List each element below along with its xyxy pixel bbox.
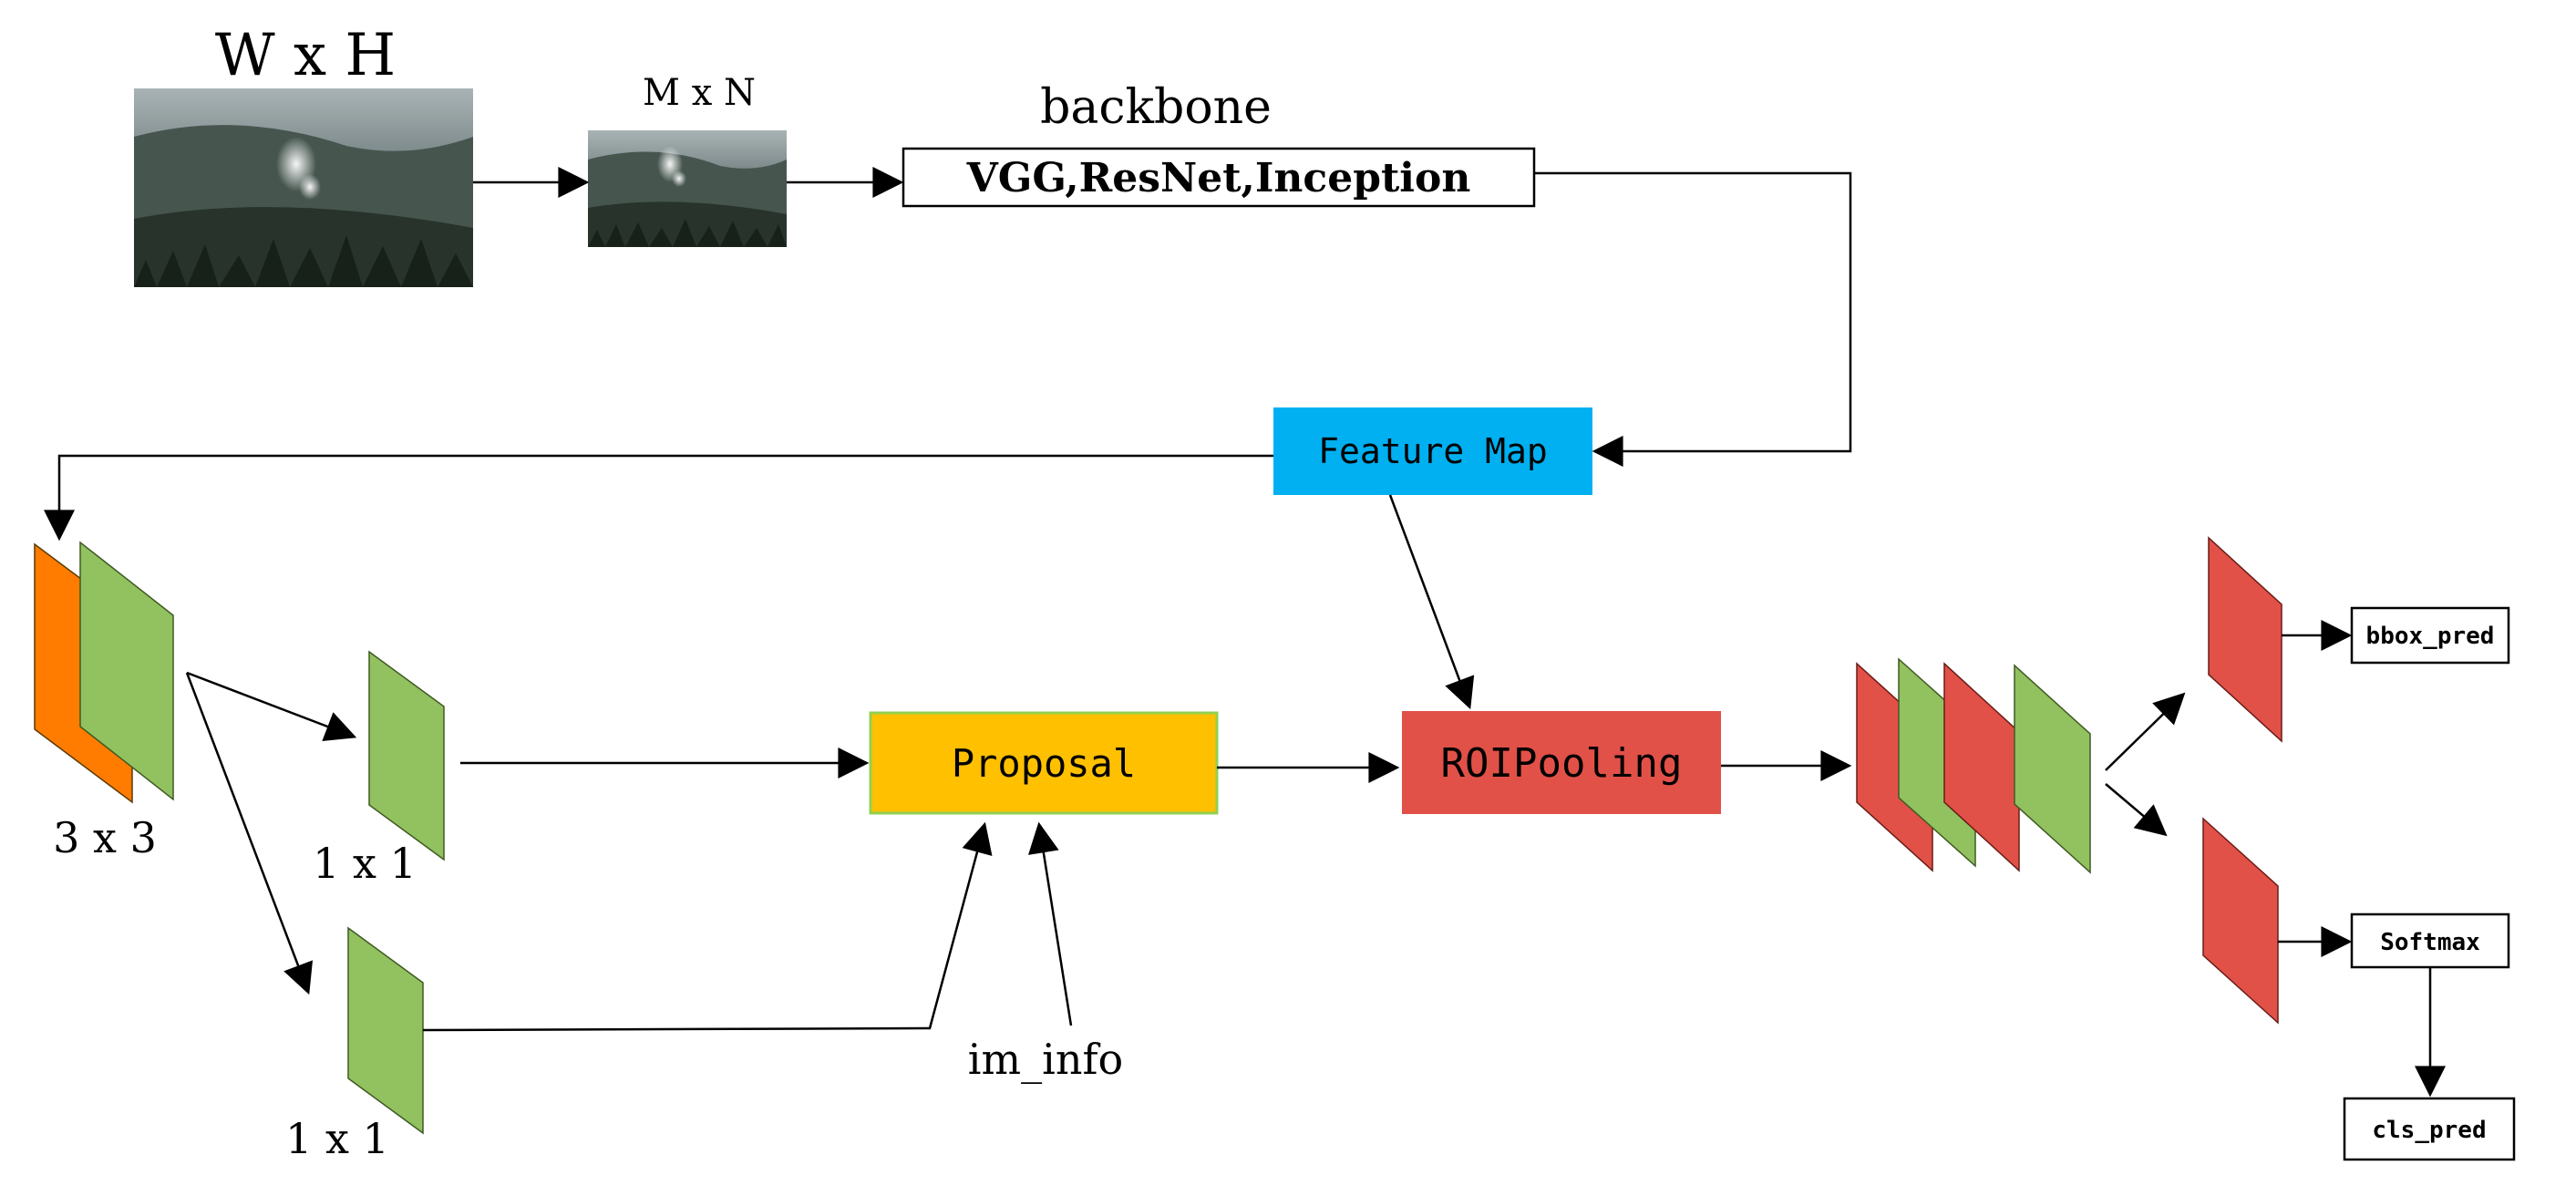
backbone-title: backbone — [1040, 80, 1272, 135]
arrow-fc-to-bbox-branch — [2105, 692, 2186, 771]
softmax-label: Softmax — [2380, 929, 2480, 956]
backbone-models-label: VGG,ResNet,Inception — [966, 155, 1471, 201]
arrow-conv3x3-to-conv1x1-top — [186, 671, 357, 741]
backbone-box: VGG,ResNet,Inception — [902, 147, 1536, 208]
bbox-pred-label: bbox_pred — [2366, 623, 2495, 650]
arrow-im-info-to-proposal — [1028, 821, 1073, 1026]
feature-map-box: Feature Map — [1273, 407, 1592, 495]
feature-map-label: Feature Map — [1318, 431, 1548, 471]
resized-image — [588, 130, 787, 247]
cls-pred-label: cls_pred — [2372, 1117, 2486, 1144]
proposal-label: Proposal — [952, 741, 1136, 786]
roi-pooling-label: ROIPooling — [1441, 740, 1683, 787]
conv1x1-top-label: 1 x 1 — [313, 839, 417, 888]
conv3x3-label: 3 x 3 — [53, 813, 157, 862]
proposal-box: Proposal — [869, 711, 1219, 815]
bbox-pred-box: bbox_pred — [2350, 606, 2510, 665]
bbox-red-layer — [2208, 536, 2282, 743]
softmax-box: Softmax — [2350, 912, 2510, 969]
arrow-conv3x3-to-conv1x1-bottom — [185, 672, 314, 995]
fc-green-layer-2 — [2014, 664, 2091, 874]
cls-pred-box: cls_pred — [2343, 1097, 2516, 1161]
green-layer-1x1-bottom — [347, 926, 424, 1135]
cls-red-layer — [2202, 817, 2279, 1025]
arrow-backbone-to-feature-map — [1534, 171, 1852, 467]
green-layer-3x3 — [79, 541, 174, 801]
fc-red-layer-2 — [1943, 662, 2020, 872]
input-size-label: W x H — [215, 22, 396, 89]
green-layer-1x1-top — [368, 650, 445, 861]
input-image — [134, 88, 473, 287]
resized-size-label: M x N — [643, 72, 756, 114]
arrow-fc-to-cls-branch — [2105, 783, 2168, 837]
roi-pooling-box: ROIPooling — [1402, 711, 1721, 814]
arrow-conv1x1-bottom-to-proposal — [422, 821, 993, 1032]
conv1x1-bottom-label: 1 x 1 — [285, 1114, 389, 1163]
arrow-feature-map-to-roi — [1388, 494, 1475, 710]
arrow-feature-map-to-conv3x3 — [44, 454, 1273, 541]
im-info-label: im_info — [968, 1035, 1123, 1084]
